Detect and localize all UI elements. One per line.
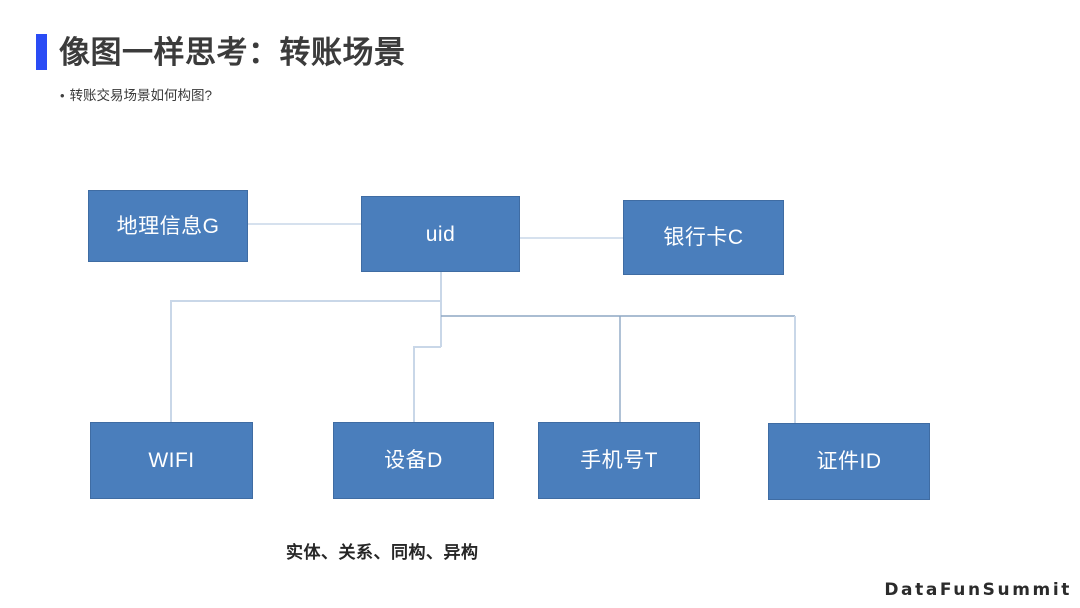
title-text: 像图一样思考：转账场景 bbox=[59, 34, 406, 70]
node-wifi-label: WIFI bbox=[148, 449, 195, 472]
node-geo-label: 地理信息G bbox=[116, 214, 220, 238]
node-uid-label: uid bbox=[425, 222, 456, 246]
edge-uid-wifi bbox=[170, 300, 441, 422]
node-device[interactable]: 设备D bbox=[333, 422, 494, 499]
node-phone-label: 手机号T bbox=[580, 449, 658, 472]
node-geo[interactable]: 地理信息G bbox=[88, 190, 248, 262]
node-bank-card-label: 银行卡C bbox=[663, 226, 744, 249]
node-bank-card[interactable]: 银行卡C bbox=[623, 200, 784, 275]
edge-uid-device bbox=[413, 346, 441, 422]
bullet-text: 转账交易场景如何构图? bbox=[69, 88, 213, 103]
diagram-caption: 实体、关系、同构、异构 bbox=[286, 543, 479, 562]
bullet-dot-icon: • bbox=[60, 88, 65, 103]
brand-logo: DataFunSummit bbox=[884, 580, 1072, 600]
node-id-card-label: 证件ID bbox=[816, 450, 882, 473]
bullet-item: • 转账交易场景如何构图? bbox=[60, 88, 212, 104]
node-wifi[interactable]: WIFI bbox=[90, 422, 253, 499]
node-device-label: 设备D bbox=[384, 449, 443, 472]
node-id-card[interactable]: 证件ID bbox=[768, 423, 930, 500]
title-accent-bar bbox=[36, 34, 47, 70]
node-uid[interactable]: uid bbox=[361, 196, 520, 272]
node-phone[interactable]: 手机号T bbox=[538, 422, 700, 499]
page-title: 像图一样思考：转账场景 bbox=[36, 31, 406, 73]
